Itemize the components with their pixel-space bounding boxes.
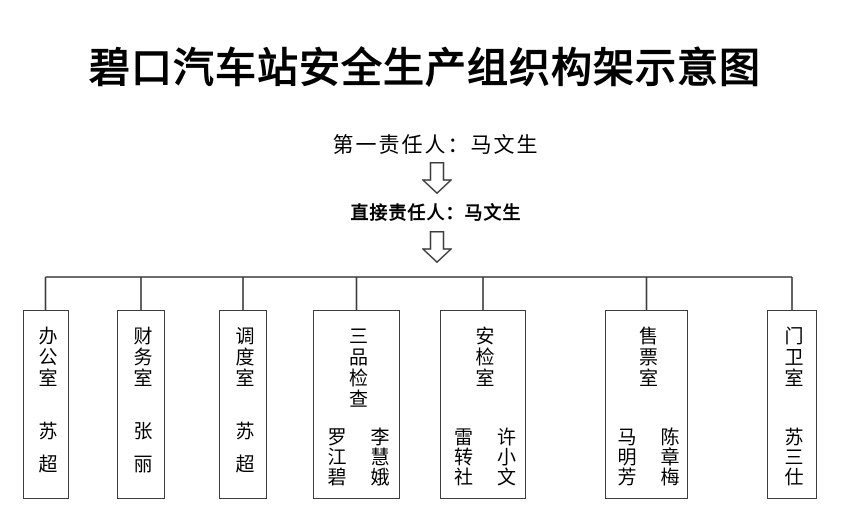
box-gate-guard: 门卫室 苏三仕: [767, 310, 817, 499]
box-office: 办公室 苏超: [23, 310, 69, 499]
staff-name: 苏三仕: [781, 427, 803, 487]
down-arrow-icon: [422, 162, 452, 194]
department-label: 调度室: [232, 326, 254, 389]
page-title: 碧口汽车站安全生产组织构架示意图: [89, 45, 761, 91]
box-finance: 财务室 张丽: [117, 310, 165, 499]
staff-names: 苏三仕: [781, 427, 803, 487]
staff-name: 李慧娥: [367, 427, 389, 487]
staff-name: 马明芳: [614, 427, 636, 487]
staff-name: 苏超: [232, 421, 254, 487]
department-label: 财务室: [130, 326, 152, 389]
staff-name: 张丽: [130, 421, 152, 487]
staff-names: 李慧娥 罗江碧: [324, 427, 389, 487]
staff-name: 陈章梅: [657, 427, 679, 487]
department-label: 办公室: [35, 326, 57, 389]
box-three-item-inspection: 三品检查 李慧娥 罗江碧: [313, 310, 400, 499]
department-label: 售票室: [636, 326, 657, 389]
department-label: 三品检查: [346, 326, 367, 410]
department-label: 安检室: [472, 326, 494, 389]
first-responsible-label: 第一责任人：马文生: [332, 133, 540, 157]
box-dispatch: 调度室 苏超: [219, 310, 267, 499]
direct-responsible-label: 直接责任人：马文生: [350, 203, 522, 223]
staff-name: 苏超: [35, 421, 57, 487]
staff-names: 陈章梅 马明芳: [614, 427, 679, 487]
down-arrow-icon: [422, 231, 452, 263]
department-label: 门卫室: [781, 326, 803, 389]
box-security-check: 安检室 许小文 雷转社: [440, 310, 526, 499]
staff-names: 许小文 雷转社: [451, 427, 515, 487]
staff-name: 罗江碧: [324, 427, 346, 487]
staff-names: 张丽: [130, 421, 152, 487]
staff-name: 许小文: [494, 427, 515, 487]
staff-names: 苏超: [35, 421, 57, 487]
staff-names: 苏超: [232, 421, 254, 487]
box-ticket-office: 售票室 陈章梅 马明芳: [605, 310, 688, 499]
staff-name: 雷转社: [451, 427, 472, 487]
